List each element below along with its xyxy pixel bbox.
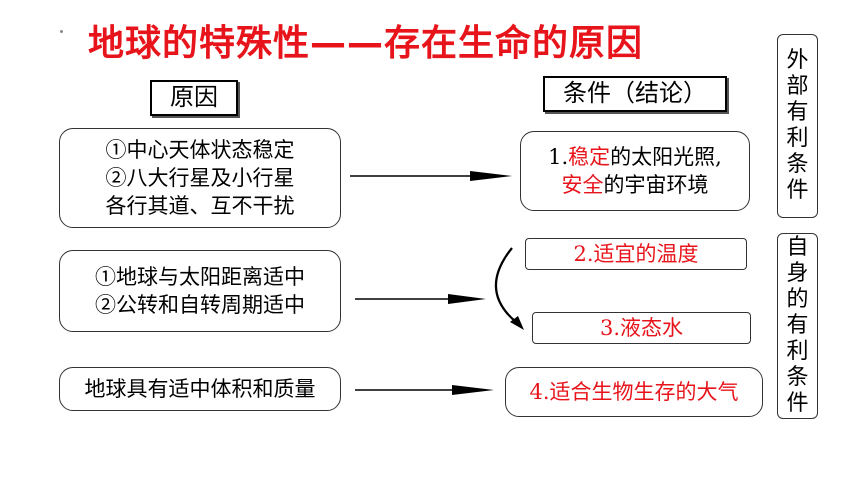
header-reasons: 原因 xyxy=(150,80,238,116)
external-char-3: 有 xyxy=(786,100,809,125)
reason-1-line-1: ①中心天体状态稳定 xyxy=(105,138,295,162)
reason-1-line-3: 各行其道、互不干扰 xyxy=(105,194,295,218)
side-label-internal: 自 身 的 有 利 条 件 xyxy=(777,233,818,419)
external-char-6: 件 xyxy=(786,178,809,203)
external-char-4: 利 xyxy=(786,126,809,151)
external-char-5: 条 xyxy=(786,152,809,177)
internal-char-7: 件 xyxy=(786,391,809,416)
internal-char-5: 利 xyxy=(786,339,809,364)
arrow-2 xyxy=(355,294,486,304)
condition-box-4: 4.适合生物生存的大气 xyxy=(505,367,763,417)
condition-1-text-2: 的宇宙环境 xyxy=(603,173,709,197)
condition-1-text-1: 的太阳光照, xyxy=(610,145,722,169)
side-label-external: 外 部 有 利 条 件 xyxy=(777,34,818,218)
internal-char-3: 的 xyxy=(786,287,809,312)
condition-1-line-2: 安全的宇宙环境 xyxy=(562,171,709,199)
curved-arrow xyxy=(494,247,524,330)
condition-box-1: 1.稳定的太阳光照, 安全的宇宙环境 xyxy=(520,131,750,211)
reason-2-line-2: ②公转和自转周期适中 xyxy=(95,293,305,317)
condition-box-2: 2.适宜的温度 xyxy=(525,238,747,270)
arrow-3 xyxy=(355,385,494,395)
reason-box-1: ①中心天体状态稳定 ②八大行星及小行星 各行其道、互不干扰 xyxy=(59,128,341,228)
condition-1-stable: 稳定 xyxy=(568,145,611,169)
internal-char-1: 自 xyxy=(786,235,809,260)
internal-char-2: 身 xyxy=(786,261,809,286)
reason-3-line-1: 地球具有适中体积和质量 xyxy=(84,377,316,401)
reason-box-2: ①地球与太阳距离适中 ②公转和自转周期适中 xyxy=(59,250,341,332)
arrow-1 xyxy=(350,171,512,181)
decor-dot xyxy=(60,30,63,33)
condition-1-line-1: 1.稳定的太阳光照, xyxy=(548,143,722,171)
page-title: 地球的特殊性——存在生命的原因 xyxy=(88,23,644,64)
reason-box-3: 地球具有适中体积和质量 xyxy=(59,367,341,411)
external-char-1: 外 xyxy=(786,48,809,73)
internal-char-4: 有 xyxy=(786,313,809,338)
external-char-2: 部 xyxy=(786,74,809,99)
condition-1-safe: 安全 xyxy=(561,173,604,197)
header-conditions: 条件（结论） xyxy=(543,76,727,112)
reason-2-line-1: ①地球与太阳距离适中 xyxy=(95,265,305,289)
condition-box-3: 3.液态水 xyxy=(532,312,751,344)
reason-1-line-2: ②八大行星及小行星 xyxy=(105,166,295,190)
condition-1-number: 1. xyxy=(548,145,569,169)
internal-char-6: 条 xyxy=(786,365,809,390)
